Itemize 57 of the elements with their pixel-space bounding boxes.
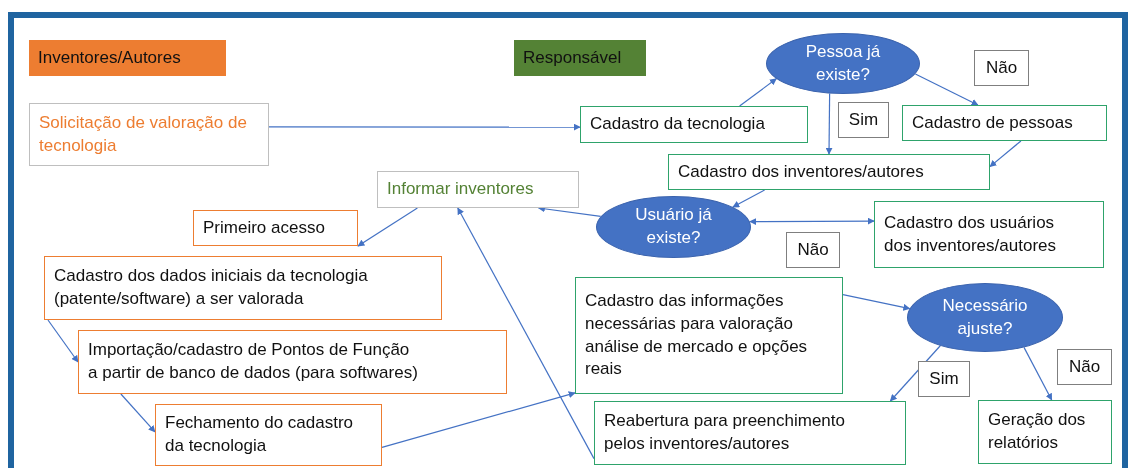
node-label: Não	[797, 238, 829, 261]
node-label: Não	[1068, 355, 1101, 378]
arrow	[268, 123, 581, 131]
arrow	[989, 140, 1022, 168]
node-label: Fechamento do cadastro da tecnologia	[165, 412, 355, 457]
arrow	[739, 78, 777, 107]
header-box	[514, 40, 646, 76]
process-box	[155, 404, 382, 466]
answer-box	[786, 232, 840, 268]
node-label: Cadastro dos dados iniciais da tecnologia (patente/software) a ser valorada	[54, 265, 369, 310]
arrow	[732, 189, 766, 208]
node-label: Solicitação de valoração de tecnologia	[39, 111, 248, 157]
answer-box	[1057, 349, 1112, 385]
process-box	[78, 330, 507, 394]
arrow	[120, 393, 156, 433]
arrow	[914, 73, 979, 106]
node-label: Sim	[848, 108, 879, 131]
node-label: Necessário ajuste?	[941, 294, 1029, 340]
node-label: Cadastro de pessoas	[912, 111, 1073, 134]
process-box	[193, 210, 358, 246]
process-box	[377, 171, 579, 208]
process-box	[874, 201, 1104, 268]
answer-box	[974, 50, 1029, 86]
node-label: Cadastro da tecnologia	[590, 113, 765, 136]
process-box	[978, 400, 1112, 464]
process-box	[668, 154, 990, 190]
answer-box	[918, 361, 970, 397]
node-label: Cadastro dos usuários dos inventores/autores	[884, 211, 1057, 257]
arrow	[457, 207, 595, 460]
arrow	[825, 92, 833, 155]
node-label: Sim	[929, 367, 959, 390]
node-label: Usuário já existe?	[634, 204, 713, 249]
process-box	[29, 103, 269, 166]
arrow	[357, 207, 418, 247]
process-box	[44, 256, 442, 320]
node-label: Cadastro das informações necessárias para valoração análise de mercado e opções reais	[585, 289, 809, 381]
node-label: Geração dos relatórios	[988, 409, 1087, 454]
arrow	[47, 319, 79, 363]
node-label: Informar inventores	[387, 178, 534, 201]
process-box	[575, 277, 843, 394]
arrow	[381, 391, 576, 448]
node-label: Pessoa já existe?	[804, 40, 882, 86]
header-box	[29, 40, 226, 76]
answer-box	[838, 102, 889, 138]
process-box	[594, 401, 906, 465]
node-label: Não	[985, 56, 1018, 79]
process-box	[580, 106, 808, 143]
node-label: Cadastro dos inventores/autores	[678, 160, 924, 183]
node-label: Reabertura para preenchimento pelos inventores/autores	[604, 410, 846, 455]
arrow	[749, 217, 875, 226]
node-label: Importação/cadastro de Pontos de Função a partir de banco de dados (para softwares)	[88, 339, 419, 384]
process-box	[902, 105, 1107, 141]
node-label: Responsável	[523, 46, 622, 69]
arrow	[1023, 346, 1053, 401]
node-label: Inventores/Autores	[38, 46, 181, 69]
arrow	[842, 293, 911, 311]
node-label: Primeiro acesso	[203, 216, 325, 239]
